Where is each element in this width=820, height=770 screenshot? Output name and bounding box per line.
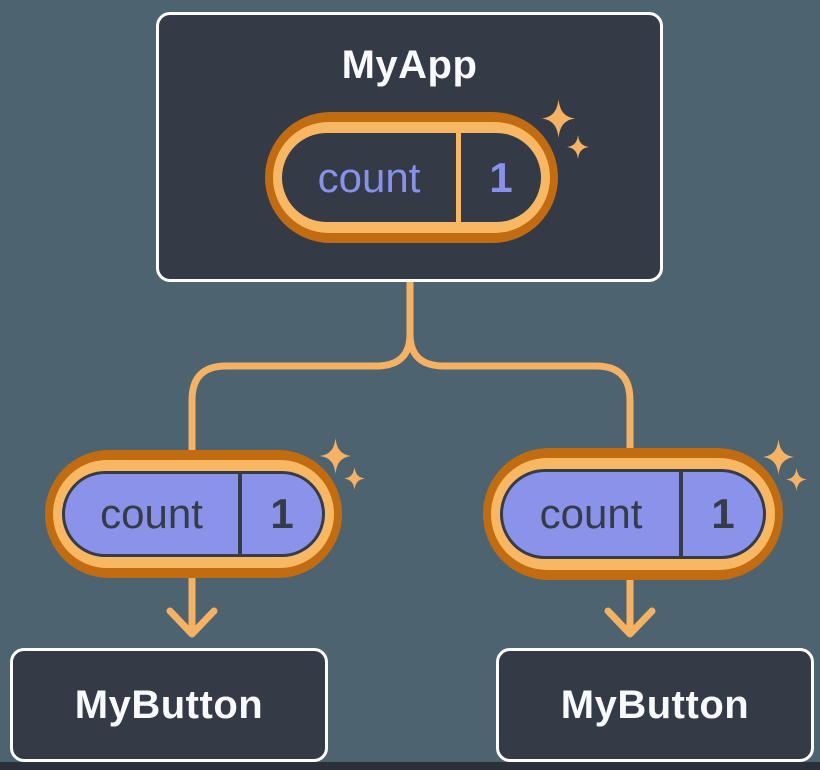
bottom-strip xyxy=(0,762,820,770)
sparkle-icon xyxy=(786,468,807,491)
pill-content: count 1 xyxy=(500,469,766,559)
sparkle-icon xyxy=(542,99,575,138)
pill-divider xyxy=(679,472,683,556)
pill-divider xyxy=(456,133,461,222)
pill-divider xyxy=(238,474,242,554)
connector-left-branch xyxy=(188,278,414,459)
pill-label: count xyxy=(317,153,421,201)
component-title: MyButton xyxy=(74,682,264,727)
pill-ring: count 1 xyxy=(273,122,550,233)
arrow-down-icon xyxy=(166,607,218,638)
state-pill-left: count 1 xyxy=(45,450,342,578)
state-pill-root: count 1 xyxy=(265,112,558,243)
sparkle-icon xyxy=(763,439,794,475)
pill-value: 1 xyxy=(711,490,735,537)
connector-right-branch xyxy=(406,278,634,457)
pill-label: count xyxy=(539,490,643,537)
sparkle-icon xyxy=(320,438,351,474)
state-pill-right: count 1 xyxy=(483,448,783,580)
pill-value: 1 xyxy=(489,153,513,201)
pill-value: 1 xyxy=(270,490,294,537)
component-title: MyApp xyxy=(341,43,478,87)
pill-content: count 1 xyxy=(62,471,325,557)
pill-ring: count 1 xyxy=(53,460,334,568)
pill-label: count xyxy=(100,490,203,537)
component-node-mybutton-left: MyButton xyxy=(10,648,328,762)
sparkle-icon xyxy=(567,135,589,159)
pill-ring: count 1 xyxy=(491,458,775,570)
component-node-mybutton-right: MyButton xyxy=(496,648,814,762)
arrow-down-icon xyxy=(604,607,656,638)
component-title: MyButton xyxy=(560,682,750,727)
pill-content: count 1 xyxy=(282,133,541,222)
sparkle-icon xyxy=(344,467,365,490)
